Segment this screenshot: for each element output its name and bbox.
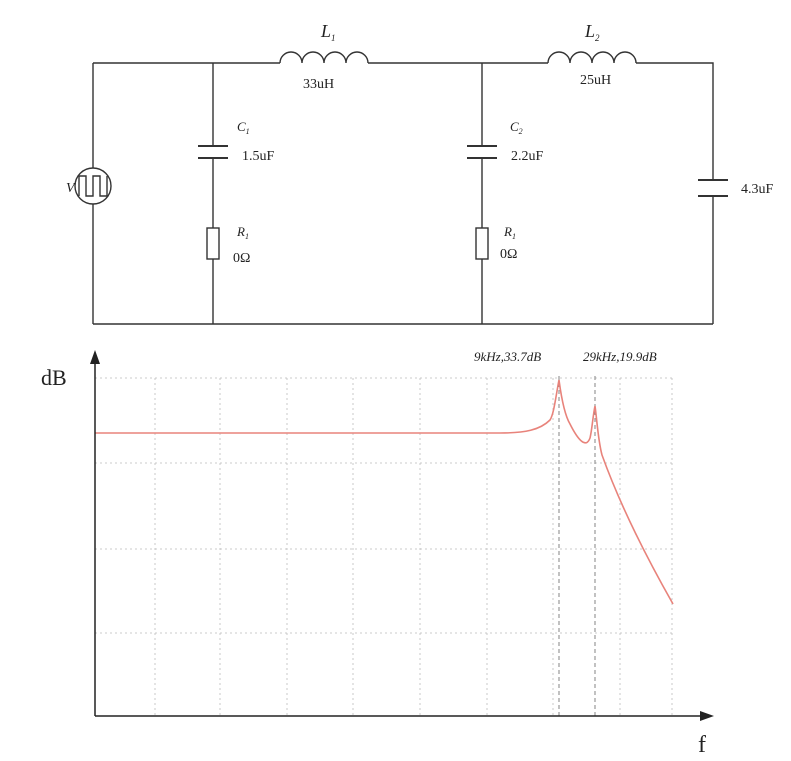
inductor-l1 — [279, 51, 369, 64]
pulse-waveform-icon — [78, 175, 108, 197]
r2-value: 0Ω — [500, 247, 517, 262]
annotation-peak-1: 9kHz,33.7dB — [474, 349, 541, 364]
resistor-r2 — [475, 227, 489, 260]
wire-top-right — [636, 62, 714, 180]
x-axis-label: f — [698, 732, 706, 758]
resistor-r1 — [206, 227, 220, 260]
plot-grid — [95, 377, 673, 716]
l1-label: L1 — [320, 21, 336, 43]
inductor-l2 — [547, 51, 637, 64]
annotation-peak-2: 29kHz,19.9dB — [583, 349, 657, 364]
magnitude-curve — [95, 379, 674, 605]
source-label: V — [66, 181, 76, 196]
c2-label: C2 — [510, 119, 523, 136]
pulse-source-icon — [74, 167, 112, 205]
x-axis-arrow-icon — [700, 711, 714, 721]
r1-label: R1 — [236, 224, 249, 241]
l2-label: L2 — [584, 21, 600, 43]
frequency-response-plot: dB f 9kHz,33.7dB 29kHz,19.9dB — [41, 349, 714, 758]
y-axis-label: dB — [41, 365, 67, 390]
circuit-labels: V L1 33uH L2 25uH C1 1.5uF C2 2.2uF 4.3u… — [66, 21, 774, 266]
circuit-diagram — [74, 51, 728, 325]
c3-value: 4.3uF — [741, 182, 774, 197]
c1-value: 1.5uF — [242, 149, 275, 164]
l1-value: 33uH — [303, 77, 334, 92]
l2-value: 25uH — [580, 73, 611, 88]
c1-label: C1 — [237, 119, 250, 136]
r2-label: R1 — [503, 224, 516, 241]
c2-value: 2.2uF — [511, 149, 544, 164]
y-axis-arrow-icon — [90, 350, 100, 364]
r1-value: 0Ω — [233, 251, 250, 266]
